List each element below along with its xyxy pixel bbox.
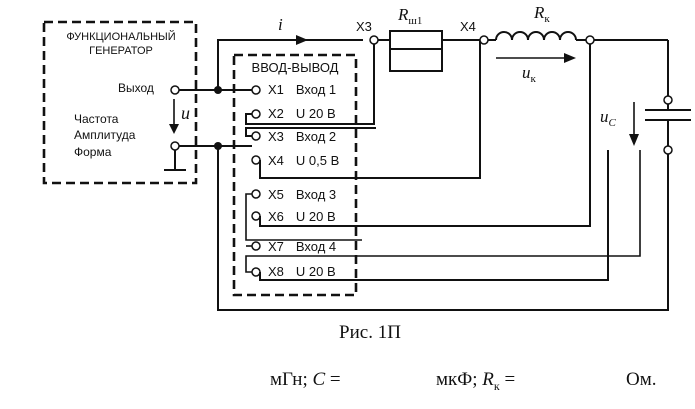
terminal-x5-name: Вход 3 (296, 187, 336, 202)
generator-ground-terminal (170, 141, 180, 151)
inductor-voltage-symbol: u (522, 63, 531, 82)
terminal-x6-name: U 20 В (296, 209, 336, 224)
generator-param-waveform: Форма (74, 145, 112, 159)
wire-main-top (217, 39, 363, 90)
terminal-x5-id: X5 (268, 187, 284, 202)
units-r-symbol: R (481, 369, 494, 390)
current-arrowhead (296, 35, 308, 45)
terminal-x2-label: X2 U 20 В (268, 106, 336, 121)
io-block-box (232, 53, 358, 297)
terminal-x3-label: X3 Вход 2 (268, 129, 336, 144)
shunt-label: Rш1 (397, 5, 422, 27)
generator-output-label: Выход (118, 81, 154, 95)
figure-caption: Рис. 1П (339, 322, 401, 343)
units-ohm: Ом. (626, 369, 657, 390)
shunt-resistor (389, 30, 443, 50)
capacitor-voltage-symbol: u (600, 107, 609, 126)
terminal-x1-name: Вход 1 (296, 82, 336, 97)
inductor-voltage-arrowhead (564, 53, 576, 63)
wiring (179, 39, 669, 311)
shunt-subscript: ш1 (408, 15, 422, 27)
shunt-lower-block (389, 48, 443, 72)
units-farad: мкФ; (436, 369, 482, 390)
terminal-x1 (251, 85, 261, 95)
capacitor-voltage-arrowhead (629, 134, 639, 146)
terminal-x2 (251, 109, 261, 119)
current-symbol: i (278, 15, 283, 34)
inductor-label: Rк (533, 3, 550, 25)
node-x4-label: X4 (460, 19, 476, 34)
generator-voltage-symbol: u (181, 103, 190, 123)
node-cap-top (663, 95, 673, 105)
io-block-title: ВВОД-ВЫВОД (252, 60, 339, 75)
units-c-symbol: C (312, 369, 325, 390)
generator-voltage-arrowhead (169, 124, 179, 134)
generator-param-frequency: Частота (74, 112, 119, 126)
terminal-x1-label: X1 Вход 1 (268, 82, 336, 97)
terminal-x7 (251, 241, 261, 251)
shunt-symbol: R (397, 5, 409, 24)
wire-x3 (245, 127, 376, 137)
terminal-x6 (251, 211, 261, 221)
terminal-x5-label: X5 Вход 3 (268, 187, 336, 202)
terminal-x3-id: X3 (268, 129, 284, 144)
wire-x8 (259, 150, 609, 281)
wire-x6 (259, 40, 591, 227)
terminal-x2-name: U 20 В (296, 106, 336, 121)
io-block: ВВОД-ВЫВОД X1 Вход 1 X2 U 20 В X3 Вход 2 X4… (232, 53, 358, 297)
node-x3-terminal (369, 35, 379, 45)
terminal-x8-name: U 20 В (296, 264, 336, 279)
node-x4-terminal (479, 35, 489, 45)
terminal-x5 (251, 189, 261, 199)
terminal-x4-label: X4 U 0,5 В (268, 153, 339, 168)
generator-output-terminal (170, 85, 180, 95)
node-after-inductor (585, 35, 595, 45)
terminal-x3 (251, 131, 261, 141)
wire-x2 (245, 40, 375, 125)
main-circuit: i X3 Rш1 X4 Rк uк uC (278, 3, 691, 155)
wire-x8-ground (245, 150, 641, 273)
wire-x4 (259, 40, 481, 179)
function-generator: ФУНКЦИОНАЛЬНЫЙ ГЕНЕРАТОР Выход Частота А… (42, 20, 198, 185)
capacitor-voltage-label: uC (600, 107, 617, 129)
inductor-voltage-subscript: к (531, 73, 537, 85)
units-henry: мГн; (270, 369, 312, 390)
wire-x5-x7 (245, 193, 362, 241)
terminal-x8-id: X8 (268, 264, 284, 279)
generator-param-amplitude: Амплитуда (74, 128, 136, 142)
terminal-x4-name: U 0,5 В (296, 153, 339, 168)
terminal-x2-id: X2 (268, 106, 284, 121)
node-x3-label: X3 (356, 19, 372, 34)
terminal-x7-label: X7 Вход 4 (268, 239, 336, 254)
inductor-coil (495, 31, 577, 41)
terminal-x4-id: X4 (268, 153, 284, 168)
inductor-voltage-label: uк (522, 63, 537, 85)
terminal-x8-label: X8 U 20 В (268, 264, 336, 279)
units-eq1: = (325, 369, 340, 390)
units-line: мГн; C = мкФ; Rк = Ом. (270, 369, 657, 393)
generator-title-line2: ГЕНЕРАТОР (89, 45, 153, 57)
inductor-symbol: R (533, 3, 545, 22)
node-cap-bottom (663, 145, 673, 155)
units-r-subscript: к (494, 379, 500, 393)
units-eq2: = (500, 369, 515, 390)
terminal-x7-name: Вход 4 (296, 239, 336, 254)
capacitor-voltage-subscript: C (609, 117, 617, 129)
terminal-x1-id: X1 (268, 82, 284, 97)
terminal-x4 (251, 155, 261, 165)
terminal-x7-id: X7 (268, 239, 284, 254)
terminal-x8 (251, 267, 261, 277)
terminal-x3-name: Вход 2 (296, 129, 336, 144)
terminal-x6-label: X6 U 20 В (268, 209, 336, 224)
generator-title-line1: ФУНКЦИОНАЛЬНЫЙ (66, 30, 175, 43)
wire-ground-bus (217, 146, 669, 311)
generator-box (42, 20, 198, 185)
terminal-x6-id: X6 (268, 209, 284, 224)
inductor-subscript: к (544, 13, 550, 25)
